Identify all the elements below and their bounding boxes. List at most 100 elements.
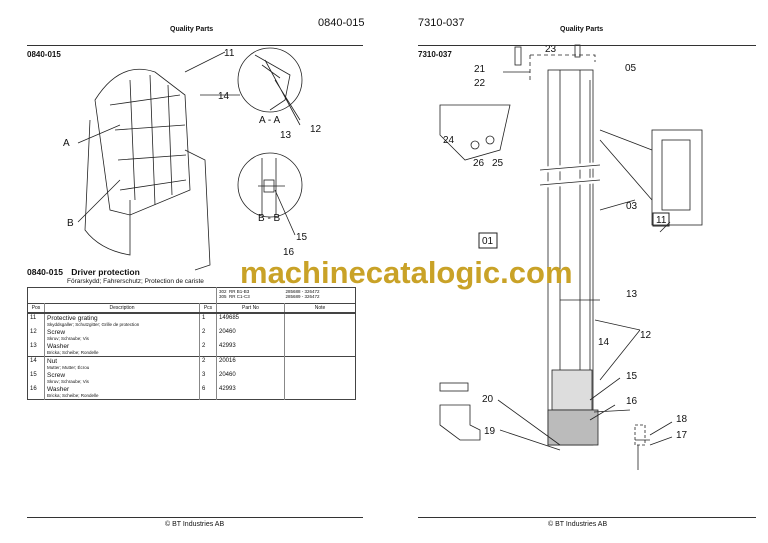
callout-14: 14 [598, 337, 610, 348]
group-subtitle: Förarskydd; Fahrerschutz; Protection de … [67, 278, 204, 285]
description-main: Screw [47, 372, 66, 379]
section-a-detail [237, 47, 303, 236]
callout-21: 21 [474, 64, 486, 75]
callout-20: 20 [482, 394, 494, 405]
left-footer-rule [27, 517, 363, 518]
callout-25: 25 [492, 158, 504, 169]
callout-15: 15 [626, 371, 638, 382]
row-note [284, 328, 356, 342]
section-label-b-b: B - B [258, 213, 281, 224]
callout-12: 12 [310, 124, 322, 135]
description-translations: Skruv; Schraube; Vis [47, 379, 89, 384]
row-pcs: 3 [199, 371, 217, 385]
callout-14: 14 [218, 91, 230, 102]
right-footer: © BT Industries AB [548, 521, 608, 528]
left-header-title: Quality Parts [170, 26, 214, 33]
callout-24: 24 [443, 135, 455, 146]
callout-19: 19 [484, 426, 496, 437]
right-footer-rule [418, 517, 756, 518]
row-part-no: 42993 [216, 342, 285, 357]
row-pcs: 2 [199, 356, 217, 371]
row-part-no: 20460 [216, 328, 285, 342]
right-section-code: 7310-037 [418, 50, 452, 59]
description-main: Screw [47, 329, 66, 336]
callout-16: 16 [283, 247, 295, 258]
row-pos: 16 [30, 386, 37, 392]
callout-b: B [67, 218, 74, 229]
row-pos: 12 [30, 329, 37, 335]
callout-16: 16 [626, 396, 638, 407]
description-main: Washer [47, 343, 70, 350]
row-pcs: 2 [199, 342, 217, 357]
group-title: 0840-015 Driver protection [27, 267, 140, 277]
callout-23: 23 [545, 44, 557, 55]
left-section-code: 0840-015 [27, 50, 61, 59]
left-header-code: 0840-015 [318, 17, 365, 29]
callout-15: 15 [296, 232, 308, 243]
row-note [284, 313, 356, 328]
row-part-no: 20016 [216, 356, 285, 371]
callout-a: A [63, 138, 70, 149]
row-pcs: 6 [199, 385, 217, 400]
left-header-rule [27, 45, 363, 46]
description-main: Protective grating [47, 315, 98, 322]
group-title-text: Driver protection [71, 267, 140, 277]
section-label-a-a: A - A [259, 115, 280, 126]
group-title-code: 0840-015 [27, 267, 63, 277]
description-translations: Bricka; Scheibe; Rondelle [47, 350, 99, 355]
row-note [284, 342, 356, 357]
header-row: Pos Description Pcs Part No Note [27, 303, 356, 313]
row-pos: 11 [30, 315, 37, 321]
description-translations: Mutter; Mutter; Écrou [47, 365, 90, 370]
row-part-no: 20460 [216, 371, 285, 385]
watermark: machinecatalogic.com [240, 255, 573, 290]
description-translations: Bricka; Scheibe; Rondelle [47, 393, 99, 398]
col-pos: Pos [31, 305, 41, 311]
row-note [284, 371, 356, 385]
description-translations: Skruv; Schraube; Vis [47, 336, 89, 341]
col-part-no: Part No [216, 303, 285, 313]
right-callouts: 23 21 22 05 24 26 25 03 11 01 13 14 12 1… [443, 44, 688, 441]
callout-box-11: 11 [656, 215, 667, 226]
description-main: Washer [47, 386, 70, 393]
row-pcs: 1 [199, 313, 217, 328]
callout-12: 12 [640, 330, 652, 341]
row-note [284, 385, 356, 400]
callout-11: 11 [224, 48, 235, 59]
description-translations: Skyddsgaller; Schutzgitter; Grille de pr… [47, 322, 140, 327]
right-header-title: Quality Parts [560, 26, 604, 33]
left-callouts: 11 14 A - A 13 12 A B B - B 15 16 [63, 48, 322, 258]
left-footer: © BT Industries AB [165, 521, 225, 528]
right-header-rule [418, 45, 756, 46]
col-description: Description [44, 303, 200, 313]
description-main: Nut [47, 358, 58, 365]
row-note [284, 356, 356, 371]
row-pos: 14 [30, 358, 37, 364]
col-note: Note [284, 303, 356, 313]
row-pcs: 2 [199, 328, 217, 342]
cylinder-drawing [439, 44, 703, 470]
col-pcs: Pcs [199, 303, 217, 313]
callout-18: 18 [676, 414, 688, 425]
protective-grating-drawing [77, 51, 240, 271]
callout-26: 26 [473, 158, 485, 169]
callout-13: 13 [626, 289, 638, 300]
callout-17: 17 [676, 430, 688, 441]
